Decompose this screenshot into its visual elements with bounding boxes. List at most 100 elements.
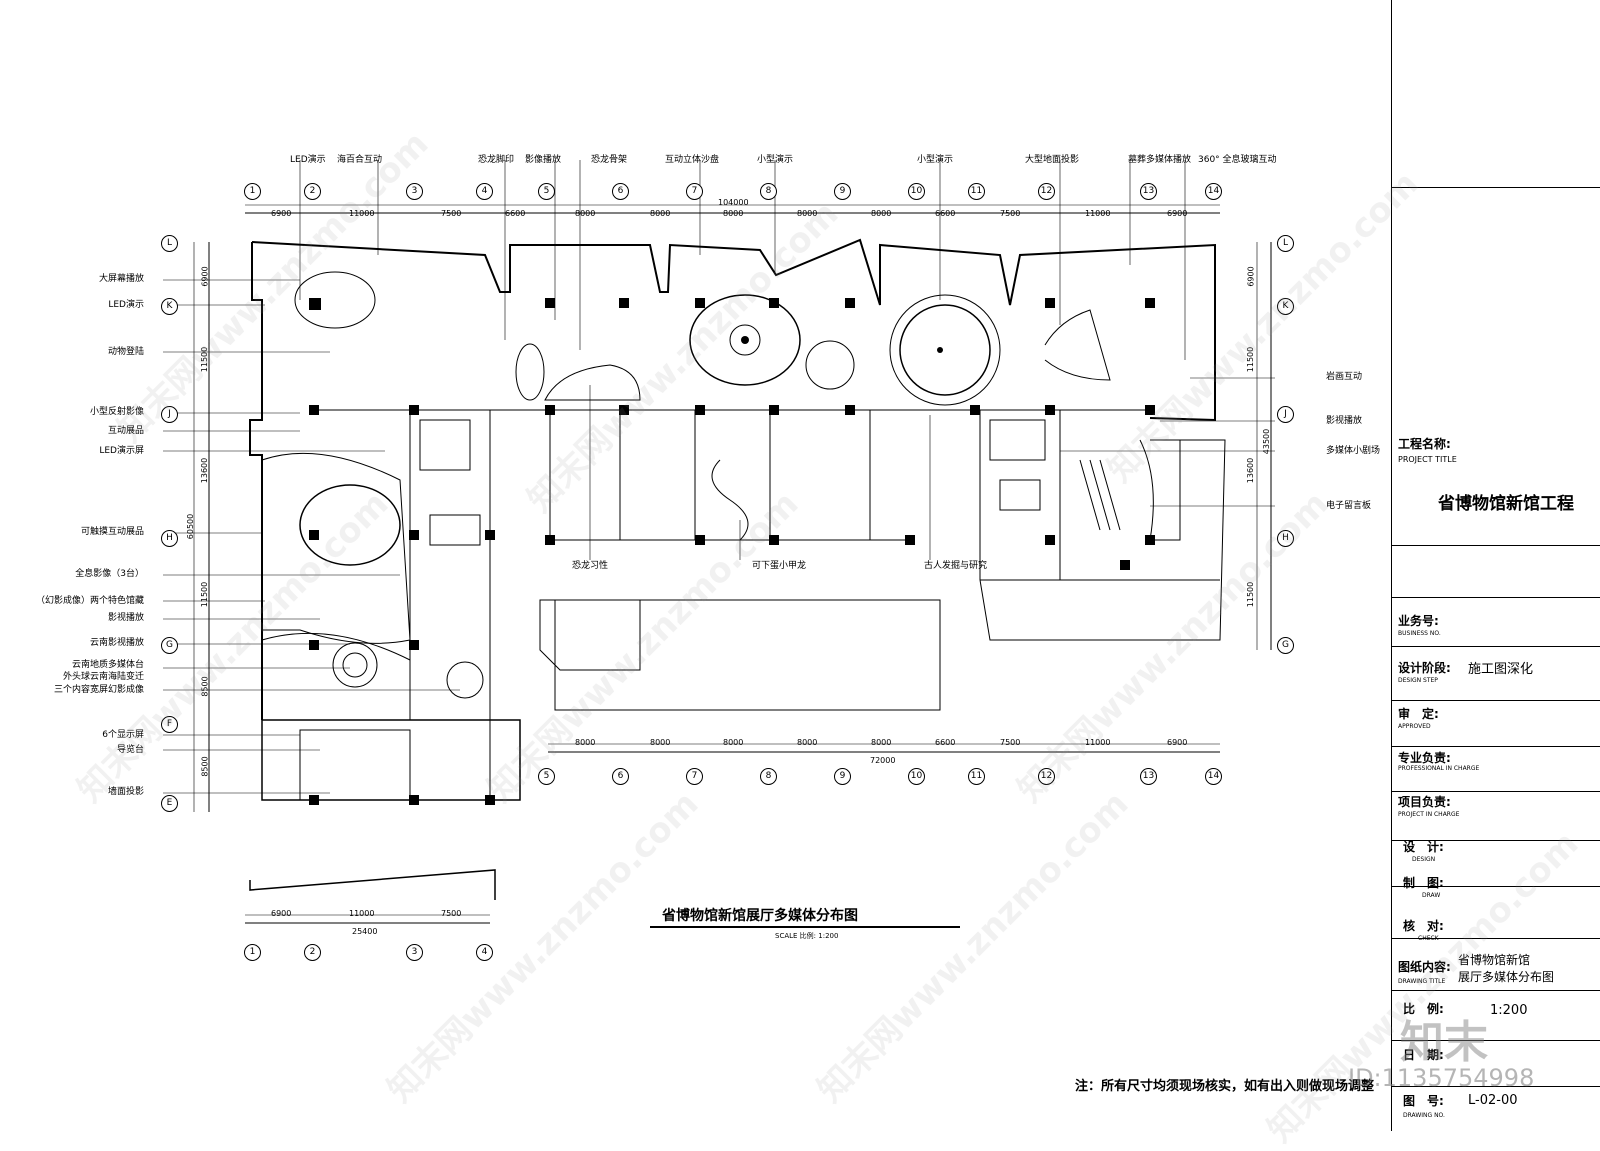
tb-project-label-en: PROJECT TITLE (1398, 455, 1457, 464)
label-left-6: LED演示屏 (99, 446, 144, 456)
axis-top-2: 2 (304, 183, 321, 200)
dim-bottom-6: 6600 (935, 738, 956, 747)
dim-top-9: 8000 (871, 209, 892, 218)
axis-row-left-E: E (161, 795, 178, 812)
axis-bl-3: 3 (406, 944, 423, 961)
label-right-1: 岩画互动 (1326, 372, 1363, 382)
axis-row-right-H: H (1277, 530, 1294, 547)
axis-row-left-G: G (161, 637, 178, 654)
dim-left-2: 11500 (200, 346, 210, 373)
dim-top-2: 11000 (349, 209, 375, 218)
tb-divider (1391, 746, 1600, 747)
dim-top-5: 8000 (575, 209, 596, 218)
axis-top-8: 8 (760, 183, 777, 200)
dim-bl-1: 6900 (271, 909, 292, 918)
tb-divider (1391, 1040, 1600, 1041)
axis-bottom-12: 12 (1038, 768, 1055, 785)
dim-bottom-2: 8000 (650, 738, 671, 747)
axis-row-right-G: G (1277, 637, 1294, 654)
label-top-9: 大型地面投影 (1025, 155, 1080, 165)
dim-bottom-5: 8000 (871, 738, 892, 747)
label-right-3: 多媒体小剧场 (1326, 446, 1381, 456)
label-left-3: 动物登陆 (107, 347, 144, 357)
dim-left-4: 11500 (200, 581, 210, 608)
dim-left-3: 13600 (200, 457, 210, 484)
axis-row-right-J: J (1277, 406, 1294, 423)
axis-row-left-F: F (161, 716, 178, 733)
tb-check-en: CHECK (1418, 935, 1439, 942)
axis-bottom-13: 13 (1140, 768, 1157, 785)
drawing-note: 注：所有尺寸均须现场核实，如有出入则做现场调整 (1075, 1079, 1375, 1094)
axis-top-11: 11 (968, 183, 985, 200)
tb-professional-en: PROFESSIONAL IN CHARGE (1398, 765, 1480, 772)
axis-bottom-14: 14 (1205, 768, 1222, 785)
axis-top-13: 13 (1140, 183, 1157, 200)
axis-row-left-K: K (161, 298, 178, 315)
axis-top-12: 12 (1038, 183, 1055, 200)
label-left-17: 墙面投影 (107, 787, 144, 797)
dim-bottom-3: 8000 (723, 738, 744, 747)
label-top-8: 小型演示 (917, 155, 954, 165)
label-left-5: 互动展品 (107, 426, 144, 436)
tb-draw: 制 图: (1403, 876, 1444, 890)
watermark-logo: 知末 (1400, 1017, 1488, 1068)
tb-business-no: 业务号: (1398, 614, 1439, 628)
axis-bottom-11: 11 (968, 768, 985, 785)
tb-divider (1391, 886, 1600, 887)
dim-bottom-9: 6900 (1167, 738, 1188, 747)
dim-bottom-8: 11000 (1085, 738, 1111, 747)
label-left-7: 可触摸互动展品 (80, 527, 144, 537)
axis-bottom-6: 6 (612, 768, 629, 785)
axis-bl-4: 4 (476, 944, 493, 961)
tb-drawing-title-value-2: 展厅多媒体分布图 (1458, 970, 1555, 984)
axis-bottom-9: 9 (834, 768, 851, 785)
tb-design-step-value: 施工图深化 (1468, 662, 1534, 677)
tb-divider (1391, 700, 1600, 701)
dim-top-8: 8000 (797, 209, 818, 218)
tb-project-charge: 项目负责: (1398, 795, 1451, 809)
dim-top-4: 6600 (505, 209, 526, 218)
axis-top-6: 6 (612, 183, 629, 200)
tb-scale-label: 比 例: (1403, 1002, 1444, 1016)
axis-row-left-J: J (161, 406, 178, 423)
label-left-4: 小型反射影像 (89, 407, 144, 417)
tb-divider (1391, 938, 1600, 939)
axis-bl-1: 1 (244, 944, 261, 961)
title-block (1391, 0, 1600, 1131)
axis-top-7: 7 (686, 183, 703, 200)
axis-row-left-H: H (161, 530, 178, 547)
label-bottom-3: 古人发掘与研究 (924, 561, 988, 571)
axis-row-right-K: K (1277, 298, 1294, 315)
label-bottom-2: 可下蛋小甲龙 (752, 561, 807, 571)
tb-business-no-en: BUSINESS NO. (1398, 630, 1441, 637)
drawing-title-underline (650, 926, 960, 928)
label-top-2: 海百合互动 (337, 155, 383, 165)
drawing-scale: SCALE 比例: 1:200 (775, 932, 839, 940)
dim-bottom-1: 8000 (575, 738, 596, 747)
dim-left-6: 8500 (200, 756, 210, 777)
dim-top-10: 6600 (935, 209, 956, 218)
label-top-5: 恐龙骨架 (591, 155, 628, 165)
axis-bottom-8: 8 (760, 768, 777, 785)
dim-top-6: 8000 (650, 209, 671, 218)
tb-drawing-title-label: 图纸内容: (1398, 960, 1451, 974)
label-left-14: 三个内容宽屏幻影成像 (53, 685, 144, 695)
axis-top-3: 3 (406, 183, 423, 200)
label-left-13: 外头球云南海陆变迁 (62, 672, 144, 682)
axis-row-right-L: L (1277, 235, 1294, 252)
dim-top-3: 7500 (441, 209, 462, 218)
tb-divider (1391, 840, 1600, 841)
axis-bottom-7: 7 (686, 768, 703, 785)
dim-right-4: 11500 (1246, 581, 1256, 608)
dim-bl-2: 11000 (349, 909, 375, 918)
label-top-1: LED演示 (290, 155, 326, 165)
label-bottom-1: 恐龙习性 (572, 561, 609, 571)
dim-top-13: 6900 (1167, 209, 1188, 218)
dim-right-total: 43500 (1262, 428, 1272, 455)
dim-right-2: 11500 (1246, 346, 1256, 373)
label-top-11: 360° 全息玻璃互动 (1198, 155, 1277, 165)
tb-divider (1391, 646, 1600, 647)
label-left-10: 影视播放 (107, 613, 144, 623)
axis-top-1: 1 (244, 183, 261, 200)
dim-bottom-total: 72000 (870, 756, 896, 765)
